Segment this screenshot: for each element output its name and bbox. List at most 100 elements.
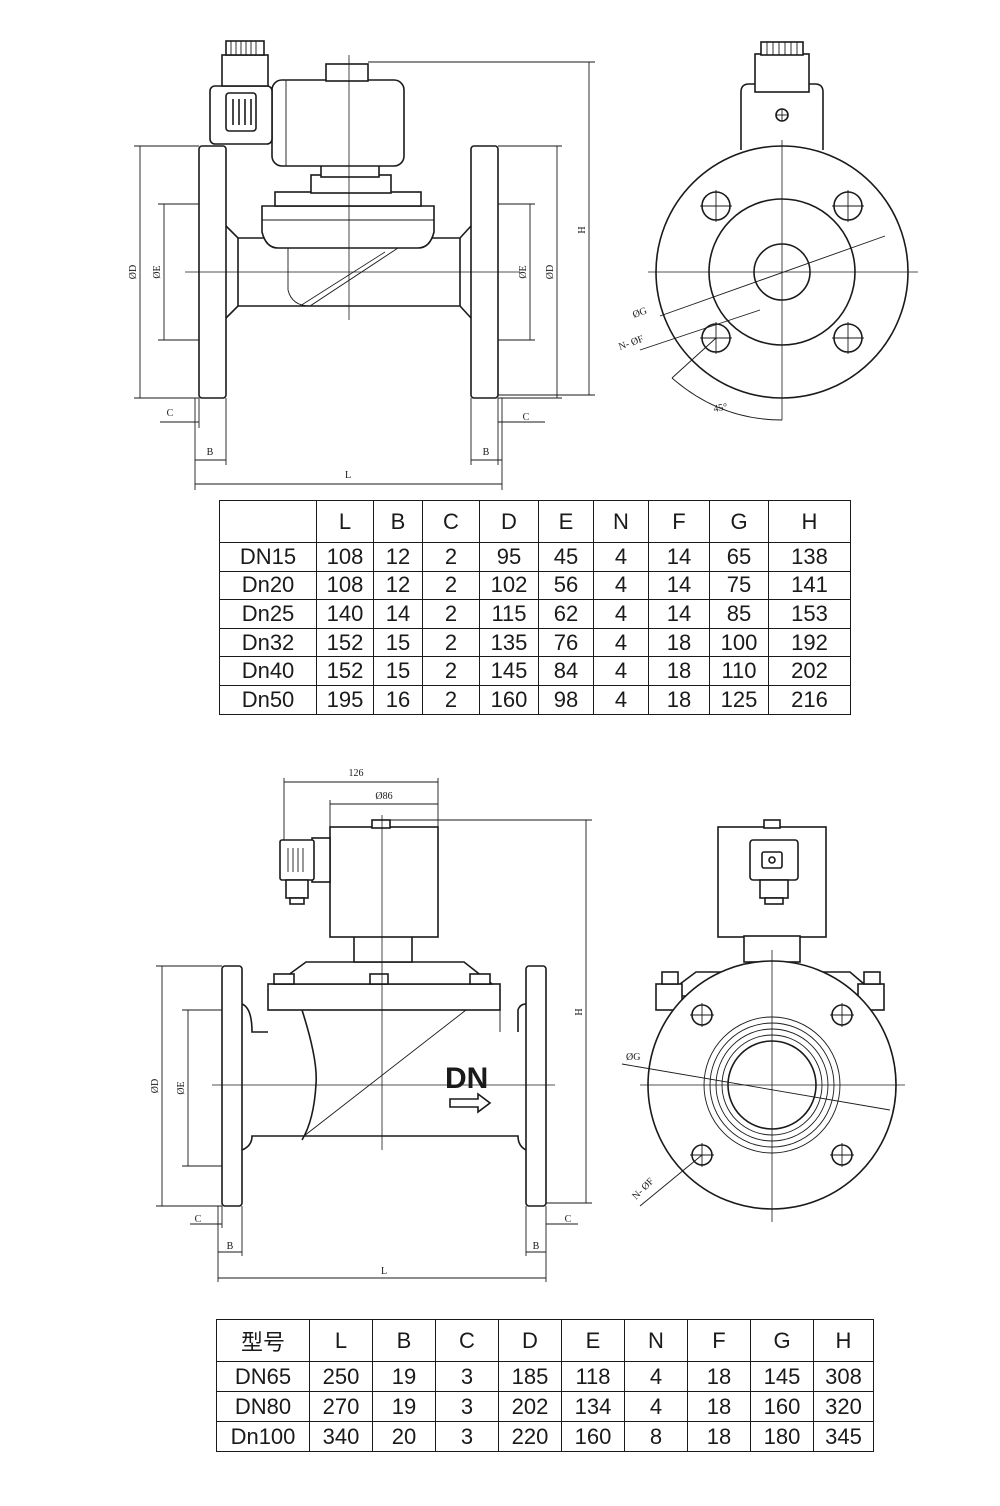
table-cell: 15 xyxy=(373,656,423,686)
header-cell: H xyxy=(813,1319,874,1362)
table-cell: 4 xyxy=(624,1361,688,1392)
header-cell: N xyxy=(593,500,649,543)
label-og: ØG xyxy=(631,306,648,321)
spec-table-1: L B C D E N F G H DN15 108 12 2 95 45 4 … xyxy=(219,500,851,715)
table-cell: 2 xyxy=(422,627,480,658)
table-cell: 308 xyxy=(813,1361,874,1392)
label-oe-right: ØE xyxy=(518,265,529,278)
table-row: DN65 250 19 3 185 118 4 18 145 308 xyxy=(216,1361,874,1392)
header-cell: G xyxy=(750,1319,814,1362)
table-cell: Dn25 xyxy=(219,599,317,629)
table-cell: 75 xyxy=(709,570,769,601)
drawing1-end-view xyxy=(639,41,918,421)
label-oe2: ØE xyxy=(176,1081,187,1094)
table-row: Dn20 108 12 2 102 56 4 14 75 141 xyxy=(219,570,851,601)
table-cell: 140 xyxy=(316,599,374,629)
table-cell: DN65 xyxy=(216,1361,310,1392)
table-cell: 18 xyxy=(687,1391,751,1422)
table-cell: 76 xyxy=(538,627,594,658)
label-od-right: ØD xyxy=(545,265,556,279)
table-row: Dn100 340 20 3 220 160 8 18 180 345 xyxy=(216,1421,874,1452)
header-cell: D xyxy=(498,1319,562,1362)
drawing2-side-labels: 126 Ø86 H ØD ØE C C B B L xyxy=(150,768,585,1277)
table-cell: 138 xyxy=(768,542,851,572)
table-cell: 270 xyxy=(309,1391,373,1422)
drawing2-side-view: DN xyxy=(156,778,592,1282)
label-b-right: B xyxy=(483,447,490,458)
drawing1-side-view xyxy=(134,40,595,490)
table-cell: 18 xyxy=(648,656,710,686)
label-og2: ØG xyxy=(626,1052,640,1063)
table-cell: 250 xyxy=(309,1361,373,1392)
table-cell: 2 xyxy=(422,656,480,686)
label-h: H xyxy=(577,226,588,233)
table-header-row: L B C D E N F G H xyxy=(219,500,851,543)
drawing2-end-view xyxy=(621,819,905,1222)
label-c2-right: C xyxy=(565,1214,572,1225)
table-cell: 16 xyxy=(373,684,423,715)
label-l2: L xyxy=(381,1266,387,1277)
table-cell: 102 xyxy=(479,570,539,601)
table-cell: 14 xyxy=(648,599,710,629)
table-cell: 2 xyxy=(422,570,480,601)
table-cell: 3 xyxy=(435,1391,499,1422)
table-cell: 18 xyxy=(648,684,710,715)
table-cell: 118 xyxy=(561,1361,625,1392)
table-cell: 45 xyxy=(538,542,594,572)
table-cell: 8 xyxy=(624,1421,688,1452)
table-cell: Dn40 xyxy=(219,656,317,686)
table-cell: 192 xyxy=(768,627,851,658)
label-c-left: C xyxy=(167,408,174,419)
label-od2: ØD xyxy=(150,1079,161,1093)
table-cell: 108 xyxy=(316,570,374,601)
table-row: Dn40 152 15 2 145 84 4 18 110 202 xyxy=(219,656,851,686)
table-cell: 4 xyxy=(593,627,649,658)
table-cell: 14 xyxy=(373,599,423,629)
header-cell: 型号 xyxy=(216,1319,310,1362)
label-c2-left: C xyxy=(195,1214,202,1225)
table-cell: 340 xyxy=(309,1421,373,1452)
label-l: L xyxy=(345,470,351,481)
table-row: Dn25 140 14 2 115 62 4 14 85 153 xyxy=(219,599,851,629)
table-cell: Dn50 xyxy=(219,684,317,715)
table-cell: 110 xyxy=(709,656,769,686)
spec-table-2: 型号 L B C D E N F G H DN65 250 19 3 185 1… xyxy=(216,1319,874,1452)
table-cell: 4 xyxy=(593,570,649,601)
table-cell: DN80 xyxy=(216,1391,310,1422)
table-cell: 4 xyxy=(593,599,649,629)
header-cell: E xyxy=(538,500,594,543)
table-cell: 134 xyxy=(561,1391,625,1422)
table-cell: 19 xyxy=(372,1361,436,1392)
table-cell: 152 xyxy=(316,656,374,686)
table-cell: 98 xyxy=(538,684,594,715)
label-b2-right: B xyxy=(533,1241,540,1252)
table-cell: 3 xyxy=(435,1361,499,1392)
table-cell: 202 xyxy=(498,1391,562,1422)
table-cell: Dn32 xyxy=(219,627,317,658)
table-cell: 202 xyxy=(768,656,851,686)
table-cell: 84 xyxy=(538,656,594,686)
table-row: Dn50 195 16 2 160 98 4 18 125 216 xyxy=(219,684,851,715)
table-cell: 145 xyxy=(750,1361,814,1392)
table-cell: 135 xyxy=(479,627,539,658)
table-cell: 3 xyxy=(435,1421,499,1452)
table-cell: 56 xyxy=(538,570,594,601)
table-cell: 4 xyxy=(593,542,649,572)
header-cell: N xyxy=(624,1319,688,1362)
label-c-right: C xyxy=(523,412,530,423)
table-cell: 2 xyxy=(422,599,480,629)
table-cell: 4 xyxy=(624,1391,688,1422)
table-cell: 18 xyxy=(648,627,710,658)
table-cell: 141 xyxy=(768,570,851,601)
table-cell: 95 xyxy=(479,542,539,572)
table-cell: 160 xyxy=(750,1391,814,1422)
label-nof2: N- ØF xyxy=(630,1176,656,1202)
label-h2: H xyxy=(574,1008,585,1015)
table-cell: 195 xyxy=(316,684,374,715)
header-cell: F xyxy=(687,1319,751,1362)
table-cell: 12 xyxy=(373,570,423,601)
header-cell xyxy=(219,500,317,543)
label-dn: DN xyxy=(445,1062,488,1095)
table-cell: 15 xyxy=(373,627,423,658)
table-cell: 220 xyxy=(498,1421,562,1452)
